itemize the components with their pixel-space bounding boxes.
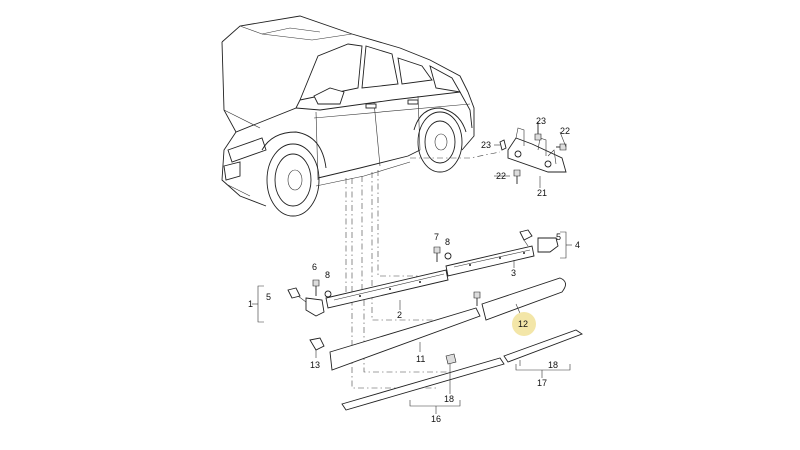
label-5a: 5 [266,292,271,302]
label-18a: 18 [444,394,454,404]
label-12: 12 [518,319,528,329]
highlight-circle-12 [512,312,536,336]
sill-moulding [341,329,583,414]
car-illustration [221,15,475,217]
label-18b: 18 [548,360,558,370]
label-23a: 23 [536,116,546,126]
label-21: 21 [537,188,547,198]
callout-labels: 1 2 3 4 5 5 6 7 8 8 11 12 13 16 17 18 18… [248,116,580,424]
door-mouldings [309,277,566,371]
label-8a: 8 [325,270,330,280]
label-22b: 22 [496,171,506,181]
label-13: 13 [310,360,320,370]
label-6: 6 [312,262,317,272]
rear-trim-parts [433,229,572,277]
front-trim-parts [252,269,449,323]
label-16: 16 [431,414,441,424]
label-7: 7 [434,232,439,242]
label-5b: 5 [556,232,561,242]
bracket-assembly [494,122,567,188]
label-23b: 23 [481,140,491,150]
label-8b: 8 [445,237,450,247]
label-3: 3 [511,268,516,278]
label-22a: 22 [560,126,570,136]
label-4: 4 [575,240,580,250]
label-17: 17 [537,378,547,388]
label-1: 1 [248,299,253,309]
label-11: 11 [416,354,425,364]
label-2: 2 [397,310,402,320]
